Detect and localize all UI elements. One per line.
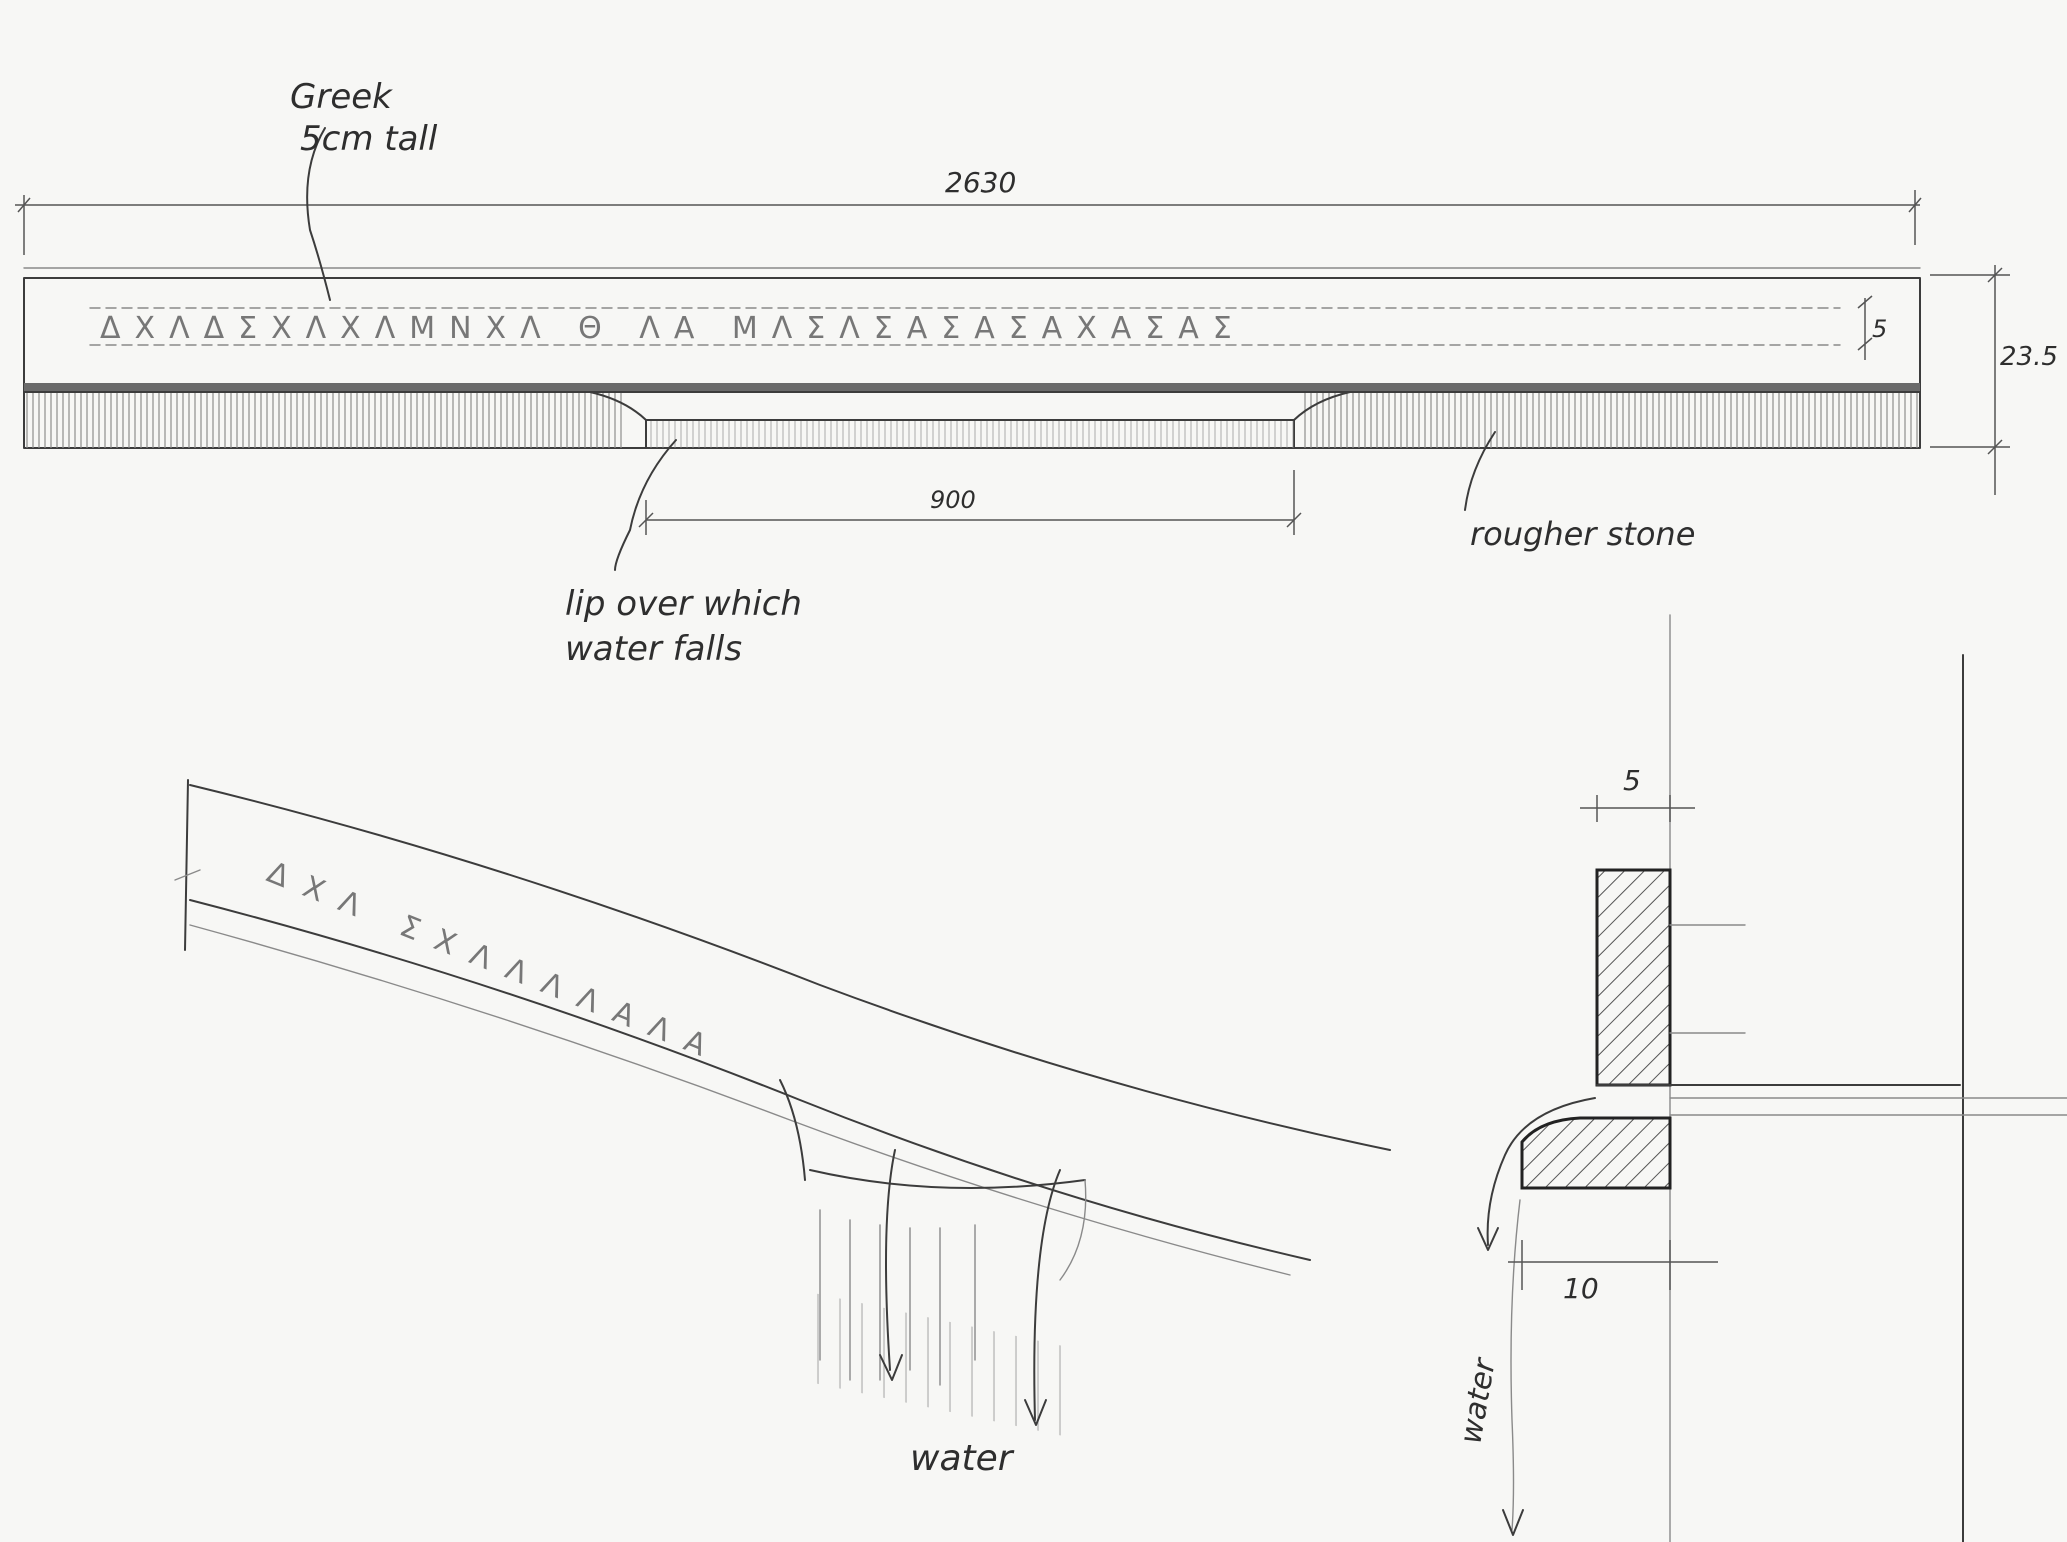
section-water-flow bbox=[1486, 1097, 1596, 1246]
lip-note-line2: water falls bbox=[565, 629, 742, 669]
stone-leader bbox=[1464, 431, 1496, 511]
section-view: 5 water 10 bbox=[1453, 614, 2067, 1542]
rough-stone-left bbox=[24, 392, 624, 448]
water-label: water bbox=[910, 1438, 1015, 1479]
spout-side bbox=[779, 1079, 806, 1181]
lip-recess bbox=[589, 391, 1351, 449]
section-lip-depth-label: 10 bbox=[1563, 1272, 1599, 1305]
letter-height-label: 5 bbox=[1872, 315, 1887, 343]
inscription-note-line1: Greek bbox=[290, 77, 393, 117]
lip-length-label: 900 bbox=[930, 486, 976, 514]
section-lip-block bbox=[1520, 1116, 1672, 1190]
inscription-note-line2: 5cm tall bbox=[300, 119, 438, 159]
elevation-view: 2630 ΔΧΛΔΣΧΛΧΛΜΝΧΛ Θ ΛΑ ΜΛΣΛΣΑΣΑΣΑΧΑΣΑΣ bbox=[15, 77, 2058, 669]
lip-length-dimension: 900 bbox=[638, 470, 1302, 535]
perspective-water bbox=[819, 1149, 1061, 1426]
lip-leader bbox=[614, 439, 677, 571]
section-letter-width-label: 5 bbox=[1623, 764, 1641, 797]
greek-inscription: ΔΧΛΔΣΧΛΧΛΜΝΧΛ Θ ΛΑ ΜΛΣΛΣΑΣΑΣΑΧΑΣΑΣ bbox=[100, 311, 1246, 346]
inscription-leader bbox=[306, 127, 331, 301]
stone-note: rougher stone bbox=[1470, 515, 1695, 553]
cap-band bbox=[24, 383, 1920, 392]
inscription-band: ΔΧΛΔΣΧΛΧΛΜΝΧΛ Θ ΛΑ ΜΛΣΛΣΑΣΑΣΑΧΑΣΑΣ bbox=[89, 307, 1841, 346]
overall-length-label: 2630 bbox=[945, 166, 1016, 199]
perspective-inscription: ΔΧΛ ΣΧΛΛΛΛΑΛΑ bbox=[262, 855, 728, 1070]
perspective-view: ΔΧΛ ΣΧΛΛΛΛΑΛΑ water bbox=[174, 779, 1391, 1479]
height-dimension: 23.5 5 bbox=[1857, 265, 2058, 495]
section-upper-block bbox=[1595, 868, 1672, 1087]
overall-length-dimension: 2630 bbox=[15, 166, 1922, 255]
rough-stone-right bbox=[1300, 392, 1920, 448]
total-height-label: 23.5 bbox=[2000, 342, 2058, 372]
section-water-label: water bbox=[1453, 1354, 1503, 1446]
lip-note-line1: lip over which bbox=[565, 584, 802, 624]
